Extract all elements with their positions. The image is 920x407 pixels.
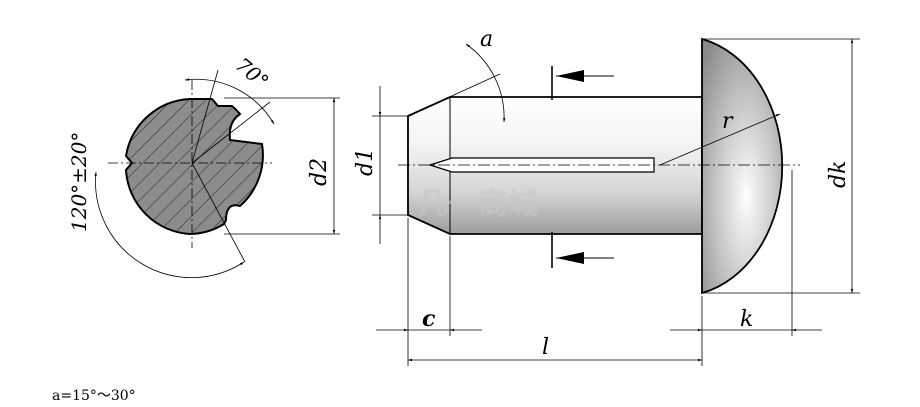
c-label: c bbox=[422, 306, 436, 332]
angle-120-label: 120°±20° bbox=[67, 132, 91, 232]
cross-section-view: 70° 120°±20° d2 bbox=[67, 53, 340, 279]
angle-120-arc bbox=[94, 171, 245, 279]
watermark-logo: 凡一商城 bbox=[418, 187, 538, 222]
section-arrowhead-top bbox=[556, 70, 584, 82]
angle-a-label: a bbox=[480, 27, 493, 52]
angle-70-label: 70° bbox=[231, 53, 274, 94]
d1-label: d1 bbox=[353, 148, 378, 176]
d2-label: d2 bbox=[307, 158, 332, 186]
radius-leader bbox=[659, 113, 781, 166]
angle-a-arc bbox=[465, 43, 506, 123]
angle-note: a=15°～30° bbox=[52, 388, 136, 404]
angle-70-arc bbox=[184, 78, 275, 125]
l-label: l bbox=[542, 335, 549, 360]
side-view: a r d1 dk c k l 凡一商城 bbox=[353, 27, 860, 366]
section-arrowhead-bottom bbox=[556, 252, 584, 264]
hatched-section bbox=[124, 98, 264, 236]
pin-head bbox=[701, 37, 784, 295]
k-label: k bbox=[740, 307, 753, 332]
radius-label: r bbox=[722, 109, 734, 134]
dk-label: dk bbox=[826, 161, 851, 188]
